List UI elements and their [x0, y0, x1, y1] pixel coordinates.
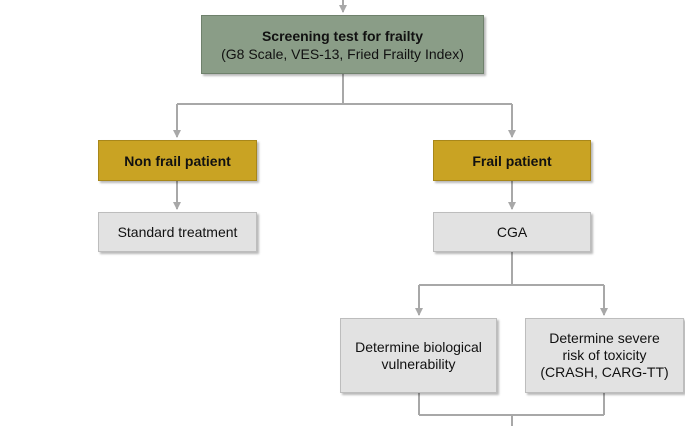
screening-title: Screening test for frailty [261, 27, 424, 44]
biological-vulnerability-box: Determine biological vulnerability [340, 318, 497, 393]
toxicity-line-3: (CRASH, CARG-TT) [540, 364, 669, 380]
frail-label: Frail patient [472, 152, 552, 169]
non-frail-label: Non frail patient [124, 152, 231, 169]
toxicity-line-1: Determine severe [549, 330, 660, 346]
screening-subtitle: (G8 Scale, VES-13, Fried Frailty Index) [221, 45, 464, 62]
cga-box: CGA [433, 212, 591, 252]
non-frail-box: Non frail patient [98, 140, 257, 181]
frail-box: Frail patient [433, 140, 591, 181]
standard-treatment-box: Standard treatment [98, 212, 257, 252]
standard-treatment-label: Standard treatment [117, 223, 238, 240]
screening-box: Screening test for frailty (G8 Scale, VE… [201, 15, 484, 74]
toxicity-line-2: risk of toxicity [562, 347, 647, 363]
biological-line-1: Determine biological [355, 338, 482, 355]
cga-label: CGA [496, 223, 528, 240]
toxicity-risk-box: Determine severe risk of toxicity (CRASH… [525, 318, 684, 393]
biological-line-2: vulnerability [381, 355, 456, 372]
